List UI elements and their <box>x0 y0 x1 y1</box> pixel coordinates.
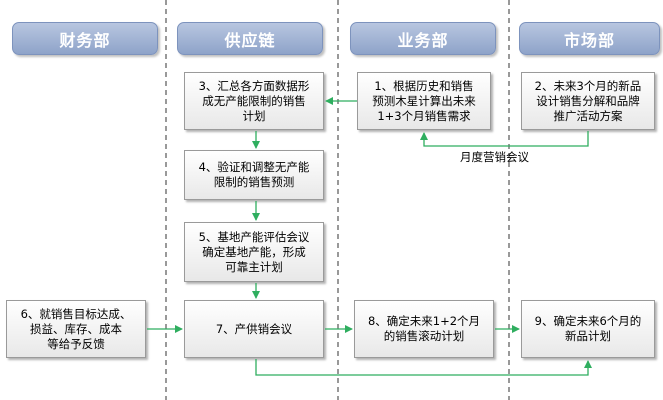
lane-header-finance: 财务部 <box>12 22 158 55</box>
step-4-box: 4、验证和调整无产能 限制的销售预测 <box>184 150 324 200</box>
step-7-box: 7、产供销会议 <box>184 300 324 358</box>
step-1-box: 1、根据历史和销售 预测木星计算出未来 1+3个月销售需求 <box>357 72 491 130</box>
lane-header-business: 业务部 <box>350 22 496 55</box>
arrow-2-to-1 <box>420 131 589 147</box>
step-2-box: 2、未来3个月的新品 设计销售分解和品牌 推广活动方案 <box>521 72 655 130</box>
step-6-box: 6、就销售目标达成、 损益、库存、成本 等给予反馈 <box>6 300 146 358</box>
step-3-box: 3、汇总各方面数据形 成无产能限制的销售 计划 <box>184 72 324 130</box>
step-9-box: 9、确定未来6个月的 新品计划 <box>521 300 655 358</box>
lane-header-marketing: 市场部 <box>519 22 660 55</box>
step-5-box: 5、基地产能评估会议 确定基地产能，形成 可靠主计划 <box>184 222 324 282</box>
arrow-7-to-9 <box>255 359 592 376</box>
step-8-box: 8、确定未来1+2个月 的销售滚动计划 <box>354 300 494 358</box>
monthly-meeting-label: 月度营销会议 <box>460 150 529 164</box>
lane-header-supply-chain: 供应链 <box>177 22 323 55</box>
